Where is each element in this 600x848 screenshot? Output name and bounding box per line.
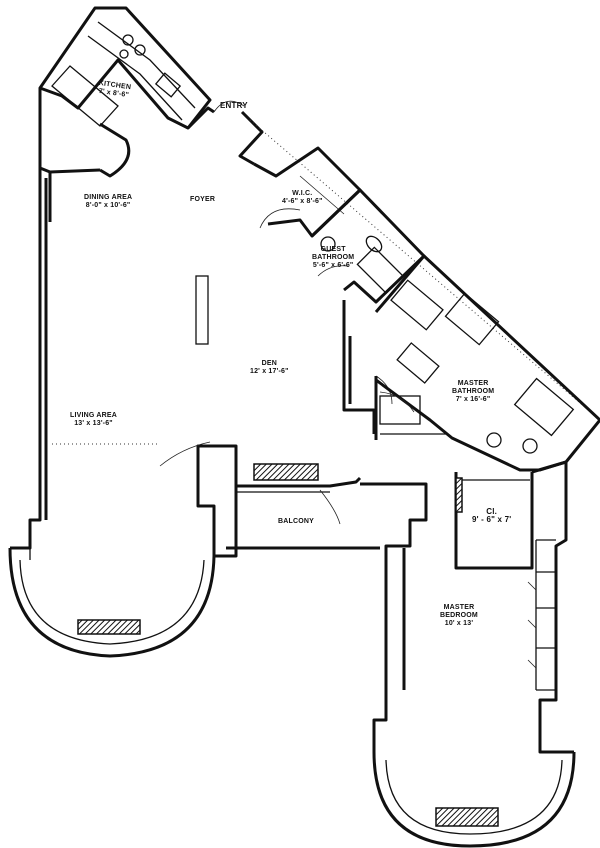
master-bed-name2: BEDROOM — [440, 612, 478, 619]
wic-door-swing — [259, 208, 301, 229]
guest-sink — [365, 235, 383, 253]
living-name: LIVING AREA — [70, 412, 118, 419]
living-label: LIVING AREA 13' x 13'-6" — [70, 412, 117, 428]
door-swing-living — [159, 441, 211, 467]
bed-west-wall — [360, 482, 428, 752]
closet-outline — [454, 472, 534, 570]
guest-bath-label: GUEST BATHROOM 5'-6" x 6'-6" — [312, 246, 354, 270]
master-toilet — [486, 432, 502, 448]
master-tub — [396, 342, 440, 384]
foyer-name: FOYER — [190, 196, 216, 203]
master-bed-label: MASTER BEDROOM 10' x 13' — [440, 604, 478, 628]
wic-shelf — [299, 175, 345, 215]
wardrobe-doors — [527, 581, 537, 669]
exterior-diagonal — [249, 119, 600, 421]
living-bay-inner — [19, 559, 205, 645]
master-bed-name: MASTER — [443, 604, 475, 611]
entry-label: ENTRY — [220, 102, 248, 110]
den-east-wall — [342, 300, 376, 434]
entry-door-swing — [213, 100, 245, 113]
entry-wall — [186, 106, 264, 166]
guest-door-swing — [317, 265, 349, 277]
center-walls — [186, 100, 600, 440]
wic-name: W.I.C. — [292, 190, 313, 197]
stove-burner — [134, 44, 146, 56]
master-bath-name: MASTER — [457, 380, 489, 387]
kitchen-peninsula — [99, 122, 131, 178]
vanity — [444, 292, 500, 346]
kitchen-counter — [51, 21, 196, 127]
living-bay-outer — [8, 547, 226, 658]
balcony-door-swing — [319, 489, 341, 525]
master-bed-walls — [360, 460, 576, 848]
den-size: 12' x 17'-6" — [250, 368, 289, 375]
wic-size: 4'-6" x 8'-6" — [282, 198, 323, 205]
dining-label: DINING AREA 8'-0" x 10'-6" — [84, 194, 132, 210]
entry-name: ENTRY — [220, 101, 248, 110]
fireplace-hearth-left — [77, 619, 141, 635]
sink — [154, 72, 182, 98]
master-bath-size: 7' x 16'-6" — [455, 396, 491, 403]
wic-label: W.I.C. 4'-6" x 8'-6" — [282, 190, 323, 206]
stove-burner — [119, 49, 129, 59]
guest-bath-name2: BATHROOM — [312, 254, 355, 261]
dining-name: DINING AREA — [84, 194, 133, 201]
kitchen-outline — [38, 6, 212, 130]
dining-partition — [49, 168, 101, 174]
column — [195, 275, 209, 345]
master-bed-size: 10' x 13' — [444, 620, 474, 627]
bed-east-wall — [531, 460, 574, 754]
closet-door — [455, 477, 463, 513]
left-wing-walls — [8, 6, 238, 658]
den-name: DEN — [261, 360, 278, 367]
bidet — [522, 438, 538, 454]
master-bath-label: MASTER BATHROOM 7' x 16'-6" — [452, 380, 494, 404]
guest-bath-size: 5'-6" x 6'-6" — [312, 262, 354, 269]
vanity — [390, 279, 444, 331]
balcony-label: BALCONY — [278, 518, 314, 526]
closet-name: Cl. — [486, 507, 498, 516]
dining-size: 8'-0" x 10'-6" — [85, 202, 131, 209]
master-bath-door-swing — [379, 391, 415, 413]
master-shower — [513, 377, 575, 437]
balcony-north — [236, 476, 362, 488]
master-bath-walls — [374, 254, 600, 472]
living-size: 13' x 13'-6" — [74, 420, 113, 427]
stove-burner — [122, 34, 134, 46]
guest-toilet — [320, 236, 336, 252]
west-wall — [10, 88, 52, 550]
bed-bay-inner — [385, 759, 563, 835]
fireplace-hearth-bed — [435, 807, 499, 827]
closet-size: 9' - 6" x 7' — [472, 515, 512, 524]
wardrobe — [535, 539, 556, 691]
master-bath-name2: BATHROOM — [452, 388, 495, 395]
fireplace-hearth-balcony — [253, 463, 319, 481]
guest-tub — [356, 246, 404, 294]
den-label: DEN 12' x 17'-6" — [250, 360, 289, 376]
bed-bay-outer — [372, 751, 576, 848]
balcony-walls — [226, 463, 380, 550]
guest-bath-name: GUEST — [320, 246, 346, 253]
balcony-name: BALCONY — [278, 518, 315, 525]
living-pier — [196, 444, 238, 558]
closet-label: Cl. 9' - 6" x 7' — [472, 508, 511, 524]
foyer-label: FOYER — [190, 196, 215, 204]
